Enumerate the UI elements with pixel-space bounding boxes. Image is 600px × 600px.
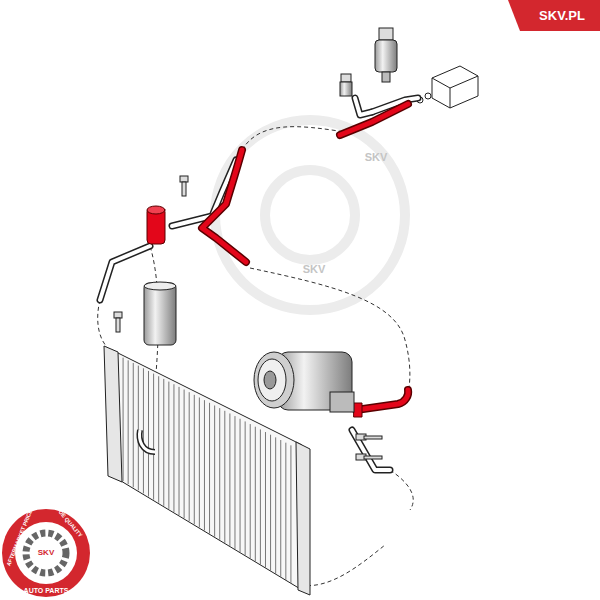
brand-logo xyxy=(2,509,90,597)
brand-banner xyxy=(508,0,600,31)
expansion-valve xyxy=(417,66,478,108)
brand-banner-text: SKV.PL xyxy=(539,9,585,22)
receiver-drier xyxy=(144,282,176,345)
pressure-switch xyxy=(375,28,397,82)
compressor xyxy=(254,352,354,412)
watermark: SKV xyxy=(365,152,388,163)
condenser xyxy=(104,346,310,595)
dashed-routes xyxy=(98,127,414,586)
logo-ring-text: AUTO PARTS xyxy=(24,587,69,594)
watermark: SKV xyxy=(303,264,326,275)
logo-mark: SKV xyxy=(38,549,54,557)
service-valve xyxy=(340,74,352,96)
highlighted-hose xyxy=(147,104,408,417)
